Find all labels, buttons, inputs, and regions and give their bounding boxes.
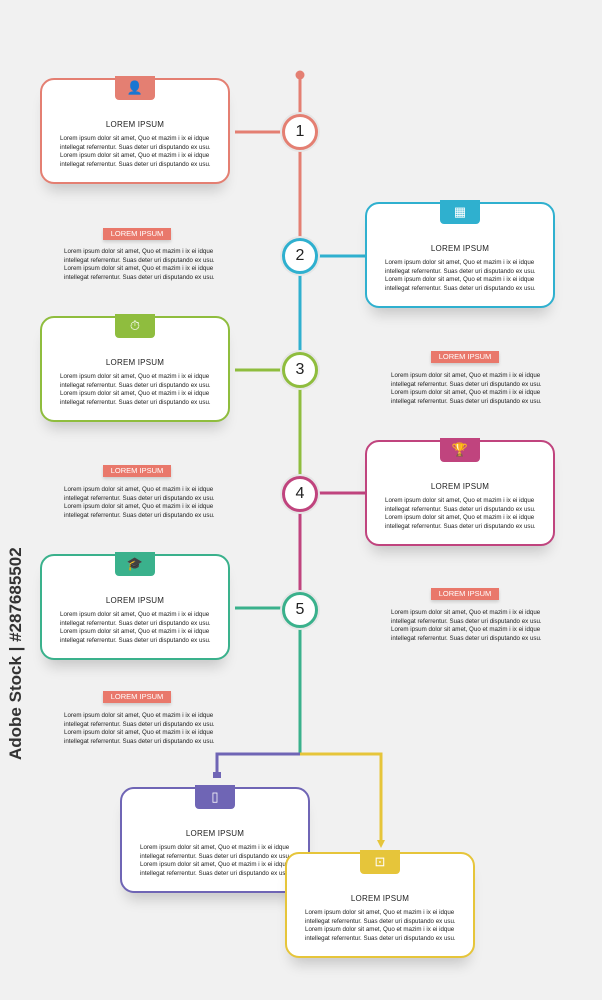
card-title: LOREM IPSUM (430, 244, 490, 253)
card-body: Lorem ipsum dolor sit amet, Quo et mazim… (140, 844, 291, 877)
card-body: Lorem ipsum dolor sit amet, Quo et mazim… (60, 135, 211, 168)
card-body: Lorem ipsum dolor sit amet, Quo et mazim… (385, 259, 536, 292)
step-number-4: 4 (282, 476, 318, 512)
card-body: Lorem ipsum dolor sit amet, Quo et mazim… (60, 611, 211, 644)
card-title: LOREM IPSUM (105, 596, 165, 605)
side-note-text: Lorem ipsum dolor sit amet, Quo et mazim… (64, 248, 215, 281)
step-number-3: 3 (282, 352, 318, 388)
step-card-5: 🎓 LOREM IPSUM Lorem ipsum dolor sit amet… (40, 552, 230, 660)
side-note-text: Lorem ipsum dolor sit amet, Quo et mazim… (64, 712, 215, 745)
side-note-label: LOREM IPSUM (431, 351, 499, 363)
card-title: LOREM IPSUM (105, 358, 165, 367)
calendar-icon: ▦ (440, 200, 480, 224)
step-card-4: 🏆 LOREM IPSUM Lorem ipsum dolor sit amet… (365, 438, 555, 546)
card-title: LOREM IPSUM (350, 894, 410, 903)
user-icon: 👤 (115, 76, 155, 100)
branch-6 (215, 752, 300, 776)
card-body: Lorem ipsum dolor sit amet, Quo et mazim… (385, 497, 536, 530)
step-card-3: ⏱ LOREM IPSUM Lorem ipsum dolor sit amet… (40, 314, 230, 422)
card-title: LOREM IPSUM (430, 482, 490, 491)
card-body: Lorem ipsum dolor sit amet, Quo et mazim… (60, 373, 211, 406)
branch-6-cap (213, 772, 221, 778)
step-number-2: 2 (282, 238, 318, 274)
side-note-text: Lorem ipsum dolor sit amet, Quo et mazim… (391, 372, 542, 405)
step-card-7: ⊡ LOREM IPSUM Lorem ipsum dolor sit amet… (285, 850, 475, 958)
trophy-icon: 🏆 (440, 438, 480, 462)
step-card-2: ▦ LOREM IPSUM Lorem ipsum dolor sit amet… (365, 200, 555, 308)
branch-7 (300, 752, 383, 842)
side-note-text: Lorem ipsum dolor sit amet, Quo et mazim… (64, 486, 215, 519)
card-title: LOREM IPSUM (105, 120, 165, 129)
side-note-text: Lorem ipsum dolor sit amet, Quo et mazim… (391, 609, 542, 642)
card-title: LOREM IPSUM (185, 829, 245, 838)
side-note-label: LOREM IPSUM (103, 691, 171, 703)
tablet-icon: ▯ (195, 785, 235, 809)
step-card-1: 👤 LOREM IPSUM Lorem ipsum dolor sit amet… (40, 76, 230, 184)
card-body: Lorem ipsum dolor sit amet, Quo et mazim… (305, 909, 456, 942)
stock-watermark: Adobe Stock | #287685502 (6, 547, 25, 760)
branch-7-arrow (377, 840, 385, 848)
side-note-label: LOREM IPSUM (431, 588, 499, 600)
stopwatch-icon: ⏱ (115, 314, 155, 338)
side-note-label: LOREM IPSUM (103, 228, 171, 240)
step-number-1: 1 (282, 114, 318, 150)
step-number-5: 5 (282, 592, 318, 628)
graduation-cap-icon: 🎓 (115, 552, 155, 576)
step-card-6: ▯ LOREM IPSUM Lorem ipsum dolor sit amet… (120, 785, 310, 893)
side-note-label: LOREM IPSUM (103, 465, 171, 477)
presentation-board-icon: ⊡ (360, 850, 400, 874)
